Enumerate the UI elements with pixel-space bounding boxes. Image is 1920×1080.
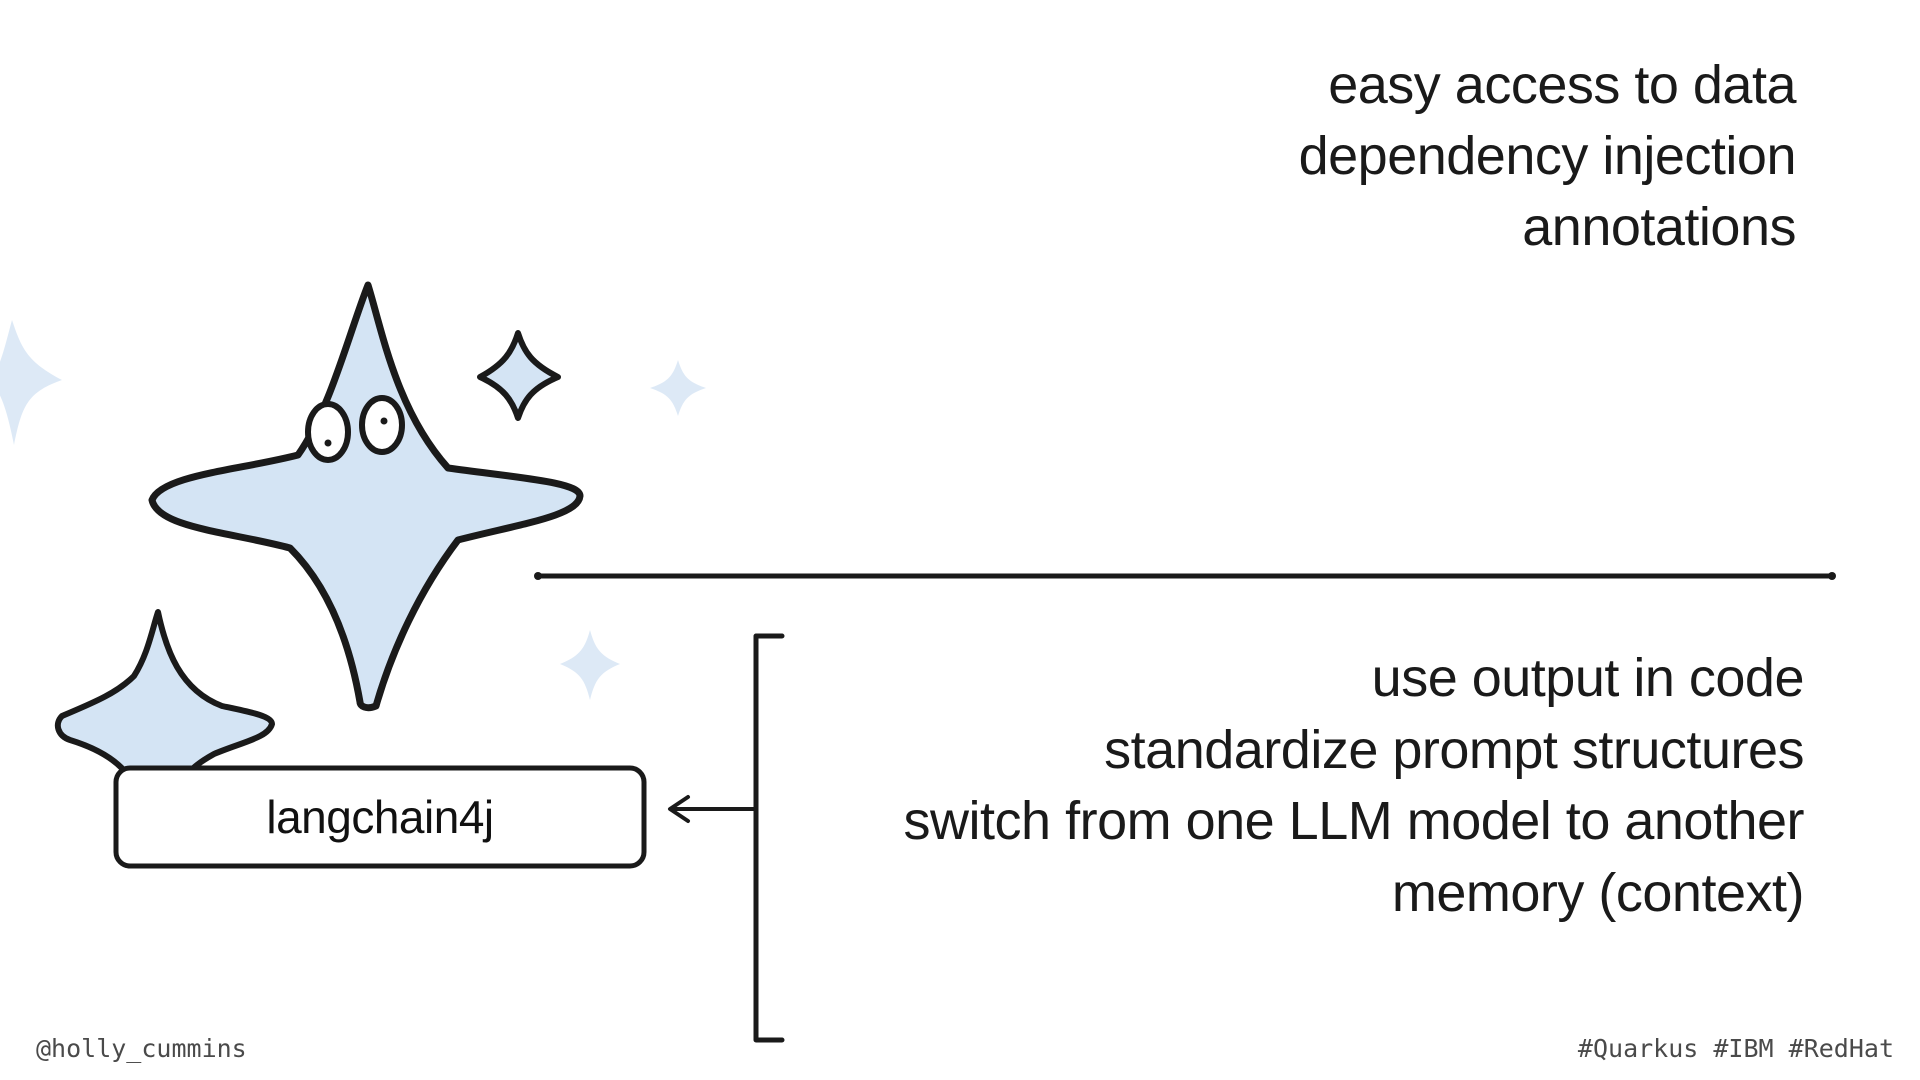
upper-item-2: dependency injection bbox=[1298, 126, 1797, 186]
upper-feature-list: easy access to data dependency injection… bbox=[1298, 50, 1797, 263]
author-handle: @holly_cummins bbox=[36, 1034, 247, 1063]
faint-sparkle-icon-low bbox=[560, 630, 620, 700]
lower-item-2: standardize prompt structures bbox=[1104, 719, 1804, 780]
langchain4j-box bbox=[113, 765, 647, 869]
faint-sparkle-icon-mid bbox=[650, 360, 706, 416]
sparkle-character-icon bbox=[148, 281, 584, 712]
bracket-icon bbox=[753, 633, 785, 1043]
lower-item-4: memory (context) bbox=[1391, 862, 1805, 923]
lower-item-1: use output in code bbox=[1371, 648, 1805, 708]
upper-item-1: easy access to data bbox=[1328, 55, 1796, 115]
langchain4j-label: langchain4j bbox=[266, 791, 494, 843]
upper-item-3: annotations bbox=[1522, 197, 1796, 257]
arrow-left-icon bbox=[668, 795, 756, 823]
lower-feature-list: use output in code standardize prompt st… bbox=[903, 643, 1805, 929]
right-eye-icon bbox=[359, 395, 405, 455]
hashtags: #Quarkus #IBM #RedHat bbox=[1577, 1034, 1894, 1063]
left-eye-icon bbox=[305, 401, 351, 463]
lower-sparkle-icon bbox=[54, 609, 275, 781]
small-sparkle-icon bbox=[477, 330, 561, 421]
lower-item-3: switch from one LLM model to another bbox=[903, 791, 1805, 851]
faint-sparkle-icon-left bbox=[0, 320, 62, 445]
